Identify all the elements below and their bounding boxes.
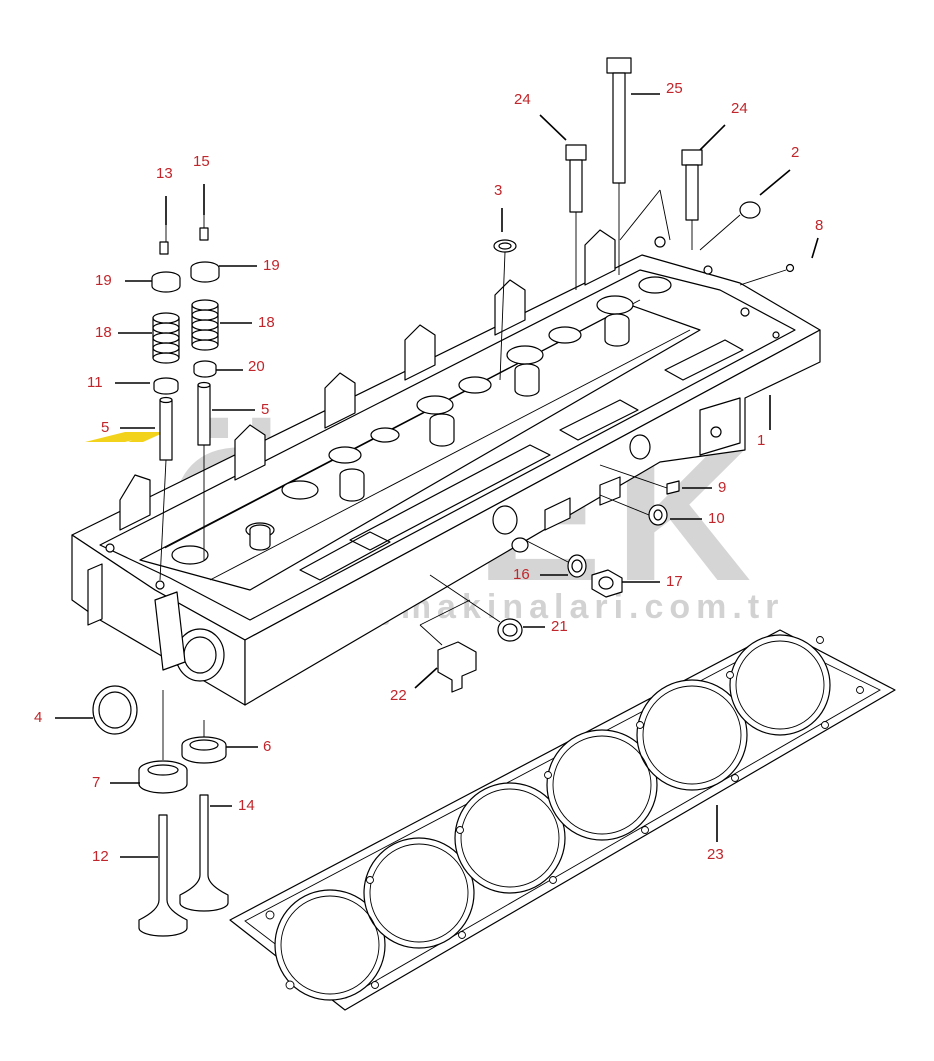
callout-20: 20	[248, 358, 265, 375]
callout-24a: 24	[514, 91, 531, 108]
callout-21: 21	[551, 618, 568, 635]
callout-22: 22	[390, 687, 407, 704]
callout-labels: 1 2 3 4 5 5 6 7 8 9 10 11 12 13 14 15 16…	[34, 80, 823, 865]
callout-13: 13	[156, 165, 173, 182]
callout-7: 7	[92, 774, 100, 791]
callout-6: 6	[263, 738, 271, 755]
callout-3: 3	[494, 182, 502, 199]
callout-10: 10	[708, 510, 725, 527]
callout-5b: 5	[261, 401, 269, 418]
callout-17: 17	[666, 573, 683, 590]
head-gasket	[229, 629, 896, 1011]
callout-19b: 19	[263, 257, 280, 274]
callout-14: 14	[238, 797, 255, 814]
fasteners	[419, 57, 795, 693]
callout-5a: 5	[101, 419, 109, 436]
callout-11: 11	[87, 374, 103, 391]
callout-15: 15	[193, 153, 210, 170]
watermark-accent-shape-2	[128, 432, 165, 442]
callout-18b: 18	[258, 314, 275, 331]
cylinder-head	[71, 229, 821, 706]
callout-18a: 18	[95, 324, 112, 341]
valve-parts	[92, 184, 229, 937]
callout-16: 16	[513, 566, 530, 583]
callout-9: 9	[718, 479, 726, 496]
callout-24b: 24	[731, 100, 748, 117]
callout-12: 12	[92, 848, 109, 865]
leader-lines	[55, 93, 819, 858]
callout-4: 4	[34, 709, 42, 726]
callout-8: 8	[815, 217, 823, 234]
callout-23: 23	[707, 846, 724, 863]
callout-19a: 19	[95, 272, 112, 289]
callout-1: 1	[757, 432, 765, 449]
callout-2: 2	[791, 144, 799, 161]
callout-25: 25	[666, 80, 683, 97]
